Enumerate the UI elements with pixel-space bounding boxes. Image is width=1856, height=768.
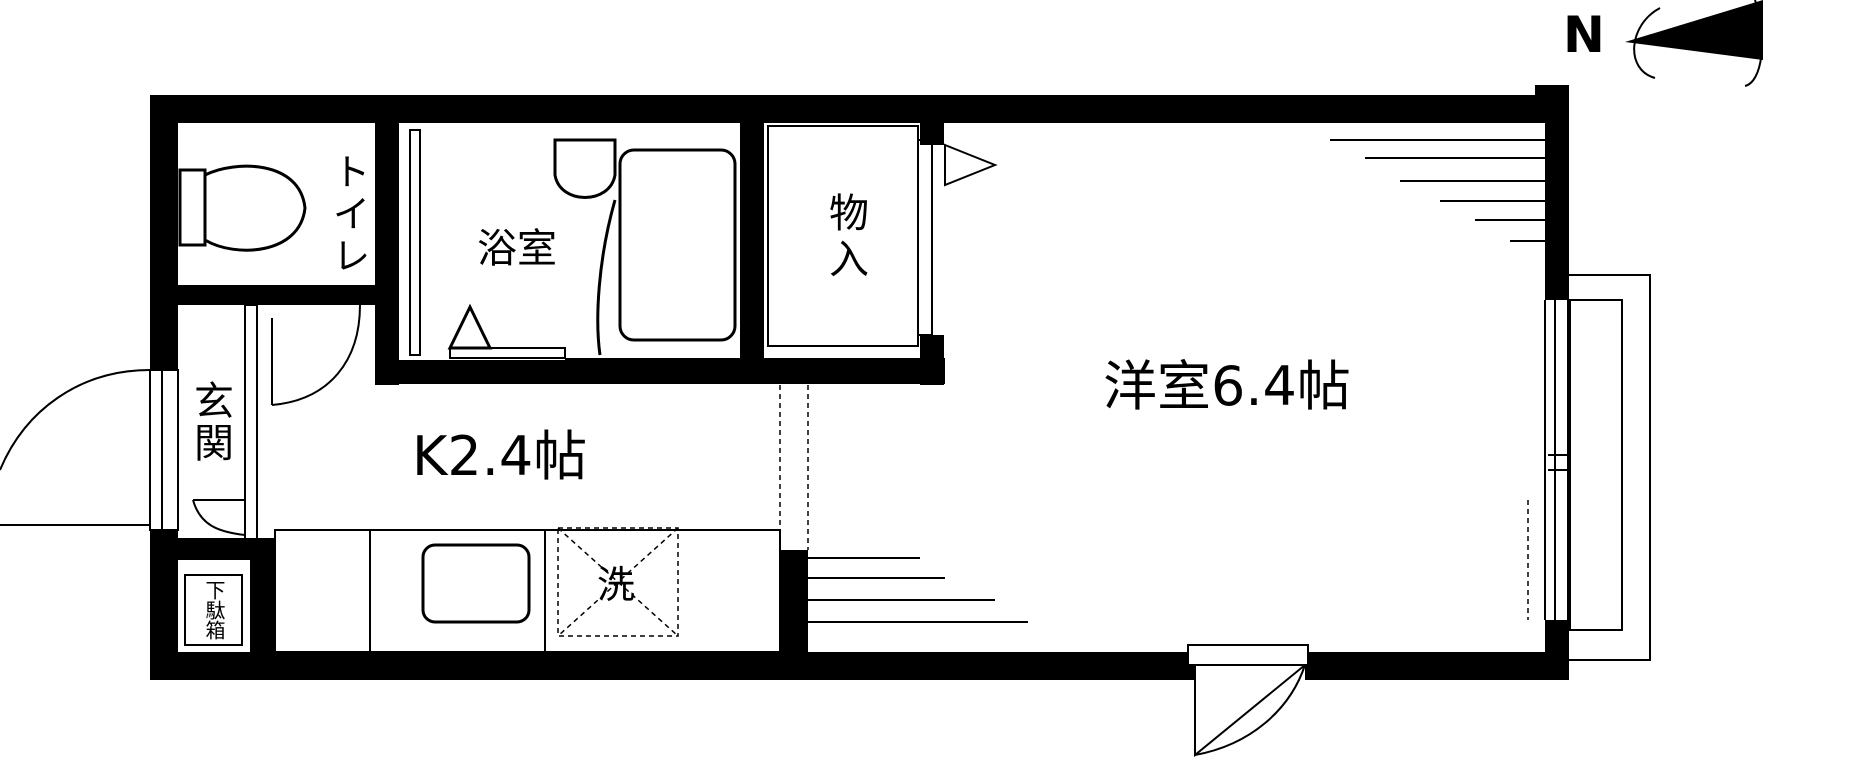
balcony-window xyxy=(1527,274,1651,661)
toilet-fixture xyxy=(178,164,307,252)
kitchen-step-lines xyxy=(808,557,1028,623)
shoe-box-label: 下駄箱 xyxy=(202,580,226,640)
entrance-inner-doors xyxy=(192,291,371,541)
compass: N xyxy=(1563,0,1764,87)
compass-north-label: N xyxy=(1563,6,1605,64)
bath-fixtures xyxy=(447,138,737,359)
storage-label: 物入 xyxy=(822,192,868,284)
bottom-door xyxy=(1187,644,1309,758)
outer-walls xyxy=(150,85,1569,680)
storage-closet xyxy=(767,125,998,347)
washer-label: 洗 xyxy=(597,563,635,607)
stair-lines xyxy=(1330,139,1545,242)
shoe-box-outline xyxy=(184,574,243,646)
entrance-door xyxy=(0,369,179,531)
toilet-label: トイレ xyxy=(326,152,370,278)
kitchen-counter xyxy=(274,529,781,653)
bath-label: 浴室 xyxy=(477,226,557,272)
entrance-label: 玄関 xyxy=(187,380,233,464)
interior-walls xyxy=(178,95,945,680)
kitchen-label: K2.4帖 xyxy=(412,425,587,488)
western-room-label: 洋室6.4帖 xyxy=(1103,355,1351,418)
washer-space xyxy=(557,527,679,637)
